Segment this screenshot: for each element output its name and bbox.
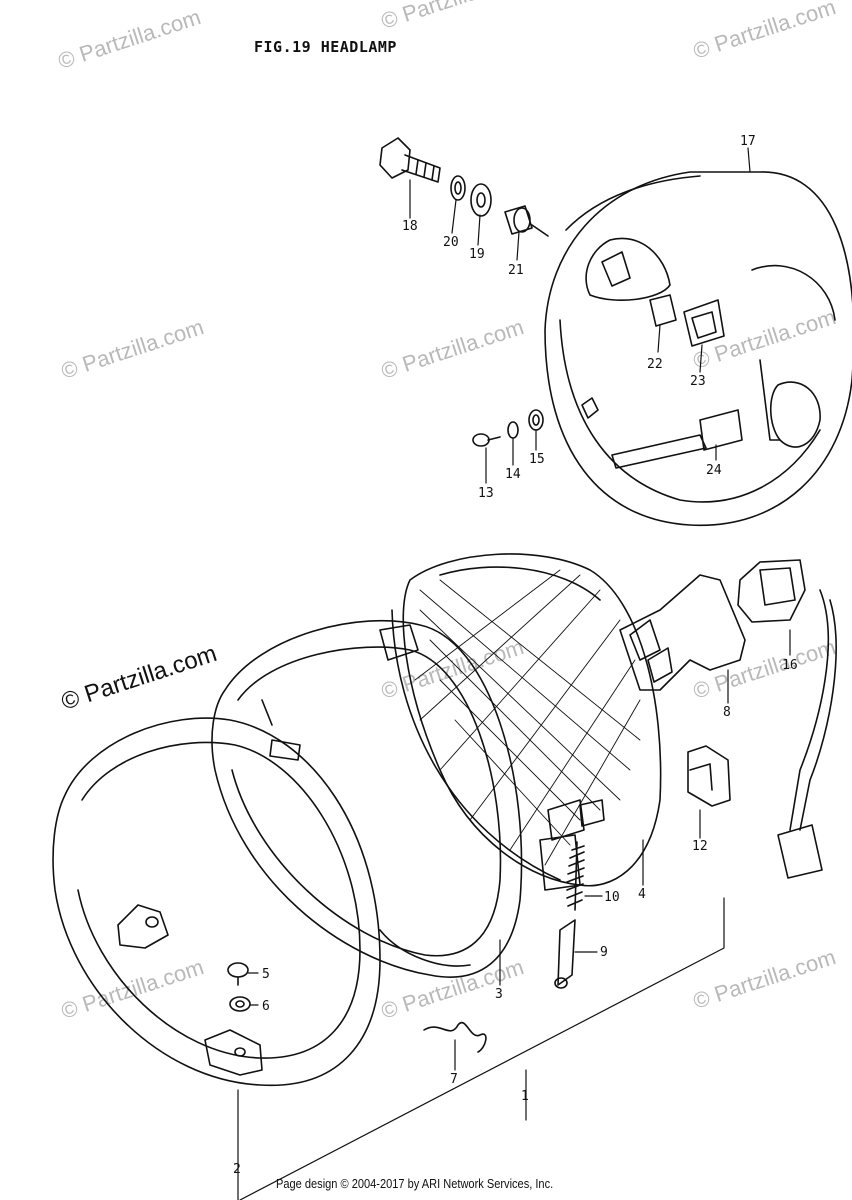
lock-washer xyxy=(450,175,466,201)
bolt xyxy=(379,137,441,183)
callout-18: 18 xyxy=(402,219,418,234)
callout-23: 23 xyxy=(690,374,706,389)
callout-24: 24 xyxy=(706,463,722,478)
callout-13: 13 xyxy=(478,486,494,501)
callout-15: 15 xyxy=(529,452,545,467)
headlamp-ring-inner xyxy=(211,619,523,978)
callout-5: 5 xyxy=(262,967,270,982)
figure-title: FIG.19 HEADLAMP xyxy=(254,38,397,56)
clip xyxy=(687,745,731,807)
callout-8: 8 xyxy=(723,705,731,720)
headlamp-rim-outer xyxy=(52,717,381,1087)
callout-9: 9 xyxy=(600,945,608,960)
callout-3: 3 xyxy=(495,987,503,1002)
copyright-footer: Page design © 2004-2017 by ARI Network S… xyxy=(276,1176,554,1191)
socket-connector xyxy=(737,559,837,879)
callout-21: 21 xyxy=(508,263,524,278)
callout-17: 17 xyxy=(740,134,756,149)
adjusting-screw xyxy=(554,919,576,989)
washer xyxy=(470,183,492,217)
rim-nut xyxy=(229,996,251,1012)
callout-2: 2 xyxy=(233,1162,241,1177)
headlamp-unit xyxy=(391,553,662,891)
callout-7: 7 xyxy=(450,1072,458,1087)
callout-10: 10 xyxy=(604,890,620,905)
callout-20: 20 xyxy=(443,235,459,250)
callout-6: 6 xyxy=(262,999,270,1014)
wire-spring xyxy=(423,1021,487,1053)
bulb-socket xyxy=(619,574,746,691)
rim-screw xyxy=(227,962,249,986)
callout-1: 1 xyxy=(521,1089,529,1104)
screw xyxy=(472,433,501,447)
callout-22: 22 xyxy=(647,357,663,372)
callout-4: 4 xyxy=(638,887,646,902)
callout-12: 12 xyxy=(692,839,708,854)
callout-19: 19 xyxy=(469,247,485,262)
callout-14: 14 xyxy=(505,467,521,482)
headlamp-housing xyxy=(544,171,852,527)
collar xyxy=(504,205,549,237)
callout-16: 16 xyxy=(782,658,798,673)
adjusting-spring xyxy=(566,841,585,911)
